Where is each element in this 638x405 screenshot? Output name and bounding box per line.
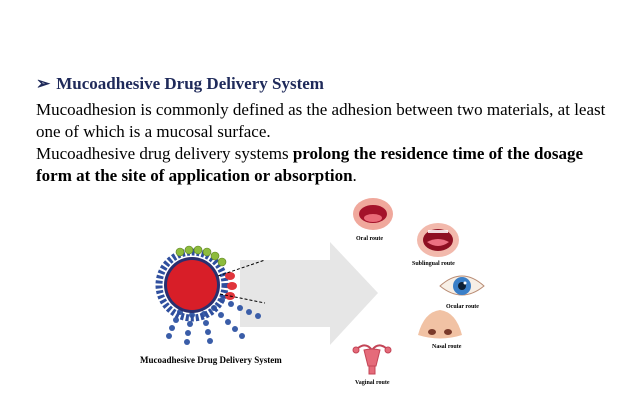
large-arrow-icon xyxy=(240,242,378,345)
vaginal-route-label: Vaginal route xyxy=(355,380,390,386)
uterus-icon xyxy=(352,344,392,375)
description-end: . xyxy=(352,166,357,185)
heading-text: Mucoadhesive Drug Delivery System xyxy=(56,74,324,93)
ocular-route-label: Ocular route xyxy=(446,304,479,310)
description-paragraph: Mucoadhesive drug delivery systems prolo… xyxy=(36,143,616,187)
definition-paragraph: Mucoadhesion is commonly defined as the … xyxy=(36,100,606,141)
description-text: Mucoadhesive drug delivery systems xyxy=(36,144,293,163)
sublingual-mouth-icon xyxy=(417,223,459,257)
mouth-icon xyxy=(353,198,393,230)
slide-heading: ➢ Mucoadhesive Drug Delivery System xyxy=(36,74,324,94)
nasal-route-label: Nasal route xyxy=(432,344,462,350)
mucoadhesive-figure: Mucoadhesive Drug Delivery System Oral r… xyxy=(140,198,485,386)
sublingual-route-label: Sublingual route xyxy=(412,261,455,267)
eye-icon xyxy=(439,275,485,296)
description-bold-text: prolong the residence time of the dosage… xyxy=(36,144,584,185)
drug-particle-illustration xyxy=(155,245,266,345)
arrow-bullet-icon: ➢ xyxy=(36,74,51,93)
system-caption: Mucoadhesive Drug Delivery System xyxy=(140,355,282,365)
oral-route-label: Oral route xyxy=(356,236,383,242)
nose-icon xyxy=(418,310,462,339)
